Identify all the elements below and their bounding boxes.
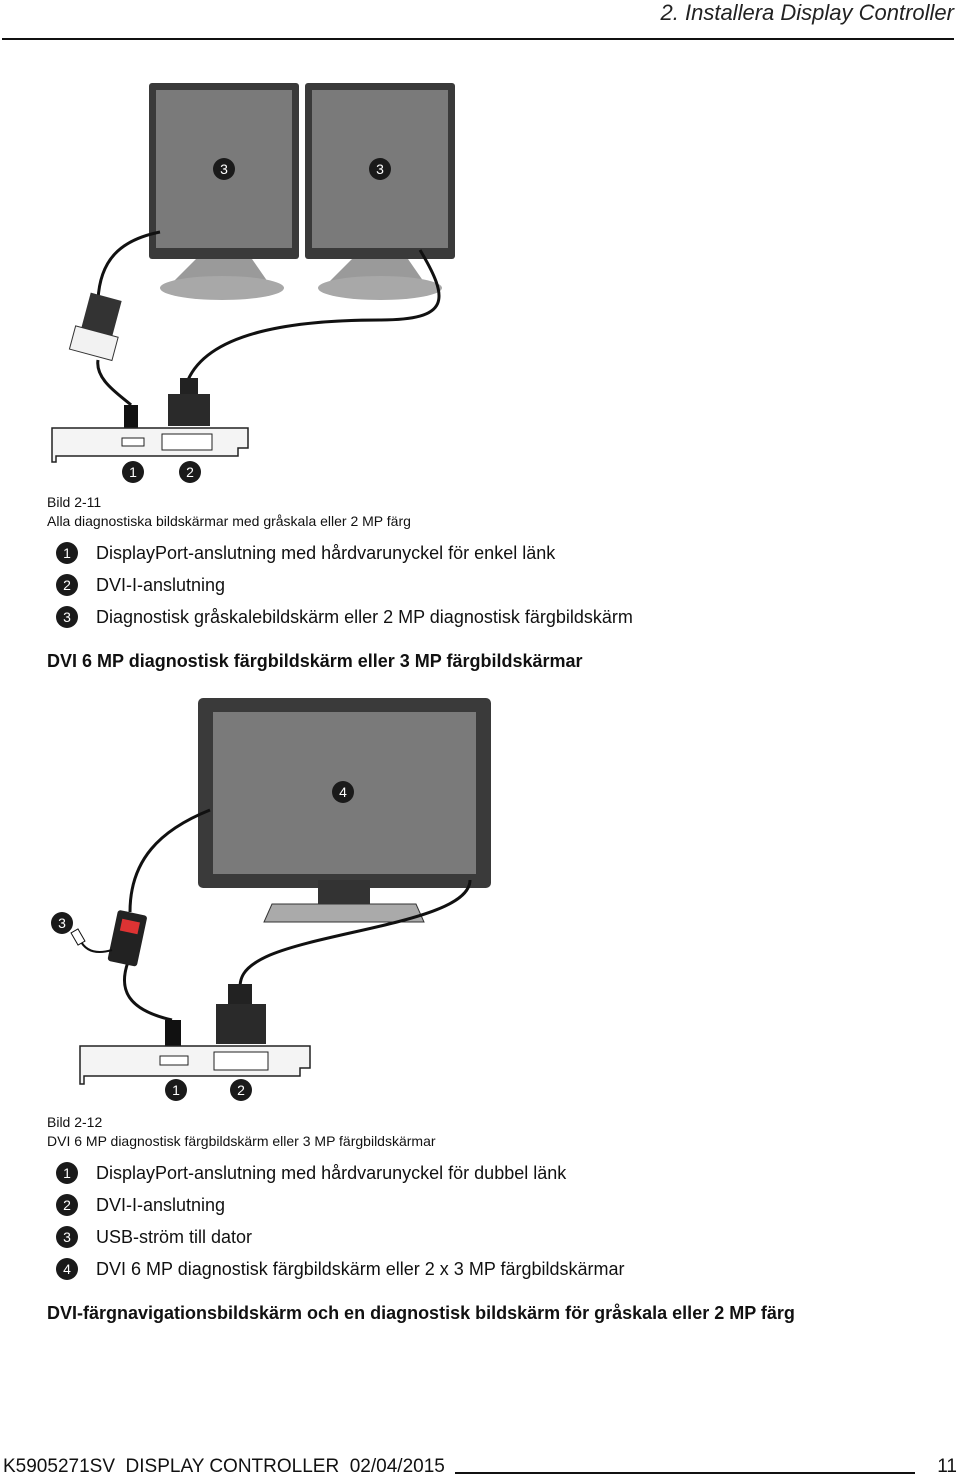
page-header-title: 2. Installera Display Controller: [660, 0, 954, 25]
figure-1-callout-2: 2: [179, 461, 201, 483]
svg-text:3: 3: [58, 915, 66, 931]
svg-text:1: 1: [172, 1082, 180, 1098]
svg-text:1: 1: [129, 464, 137, 480]
legend-text: DVI-I-anslutning: [96, 1194, 226, 1215]
svg-text:4: 4: [339, 784, 347, 800]
section-heading-1: DVI 6 MP diagnostisk färgbildskärm eller…: [47, 651, 583, 671]
legend-number-badge: 4: [56, 1258, 78, 1280]
legend-number-badge: 3: [56, 1226, 78, 1248]
figure-2-legend: 1 DisplayPort-anslutning med hårdvarunyc…: [56, 1157, 625, 1285]
svg-text:2: 2: [237, 1082, 245, 1098]
figure-2-caption-text: DVI 6 MP diagnostisk färgbildskärm eller…: [47, 1133, 436, 1149]
figure-2-caption-number: Bild 2-12: [47, 1114, 103, 1130]
legend-text: DVI-I-anslutning: [96, 574, 226, 595]
header-rule: [2, 38, 954, 40]
legend-item: 3 Diagnostisk gråskalebildskärm eller 2 …: [56, 601, 633, 633]
figure-1-callout-3-left: 3: [213, 158, 235, 180]
legend-text: DisplayPort-anslutning med hårdvarunycke…: [96, 542, 556, 563]
legend-text: Diagnostisk gråskalebildskärm eller 2 MP…: [96, 606, 633, 627]
figure-2-callout-3: 3: [51, 912, 73, 934]
figure-1-illustration: 3 3 1 2: [51, 83, 455, 483]
footer-rule: [454, 1472, 916, 1474]
legend-number-badge: 1: [56, 1162, 78, 1184]
legend-item: 3 USB-ström till dator: [56, 1221, 625, 1253]
figure-2-callout-2: 2: [230, 1079, 252, 1101]
figure-1-caption-number: Bild 2-11: [47, 494, 102, 510]
legend-number-badge: 2: [56, 574, 78, 596]
section-heading-2: DVI-färgnavigationsbildskärm och en diag…: [47, 1303, 795, 1323]
widescreen-monitor: [198, 698, 491, 923]
figure-1-legend: 1 DisplayPort-anslutning med hårdvarunyc…: [56, 537, 633, 633]
legend-number-badge: 3: [56, 606, 78, 628]
footer-doc-id: K5905271SV DISPLAY CONTROLLER 02/04/2015: [3, 1456, 445, 1477]
monitor-left: [149, 83, 299, 300]
legend-text: DVI 6 MP diagnostisk färgbildskärm eller…: [96, 1258, 625, 1279]
figure-1-callout-1: 1: [122, 461, 144, 483]
svg-text:3: 3: [376, 161, 384, 177]
legend-item: 2 DVI-I-anslutning: [56, 1189, 625, 1221]
figure-2-callout-4: 4: [332, 781, 354, 803]
figure-1-caption: Bild 2-11 Alla diagnostiska bildskärmar …: [47, 493, 411, 531]
figure-1-caption-text: Alla diagnostiska bildskärmar med gråska…: [47, 513, 411, 529]
figure-2-caption: Bild 2-12 DVI 6 MP diagnostisk färgbilds…: [47, 1113, 436, 1151]
legend-item: 1 DisplayPort-anslutning med hårdvarunyc…: [56, 537, 633, 569]
page-number: 11: [937, 1456, 957, 1477]
svg-text:3: 3: [220, 161, 228, 177]
legend-number-badge: 2: [56, 1194, 78, 1216]
legend-item: 2 DVI-I-anslutning: [56, 569, 633, 601]
figure-2-callout-1: 1: [165, 1079, 187, 1101]
page-footer: K5905271SV DISPLAY CONTROLLER 02/04/2015…: [3, 1456, 957, 1478]
monitor-right: [305, 83, 455, 300]
legend-item: 4 DVI 6 MP diagnostisk färgbildskärm ell…: [56, 1253, 625, 1285]
legend-number-badge: 1: [56, 542, 78, 564]
figure-1-callout-3-right: 3: [369, 158, 391, 180]
legend-item: 1 DisplayPort-anslutning med hårdvarunyc…: [56, 1157, 625, 1189]
svg-text:2: 2: [186, 464, 194, 480]
legend-text: DisplayPort-anslutning med hårdvarunycke…: [96, 1162, 567, 1183]
legend-text: USB-ström till dator: [96, 1226, 253, 1247]
figure-2-illustration: 4 3 1 2: [51, 698, 491, 1101]
